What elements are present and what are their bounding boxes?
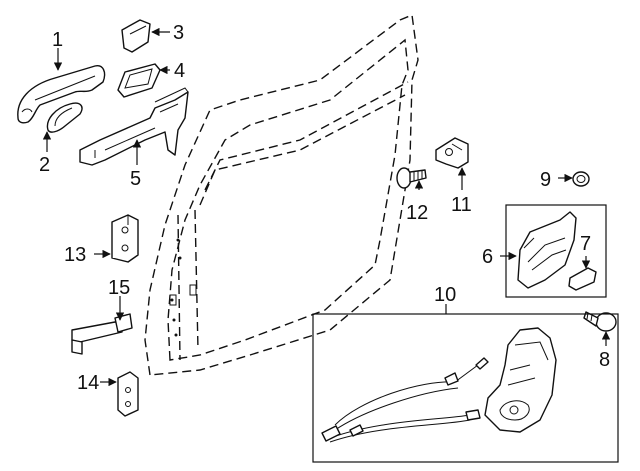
callout-15: 15: [108, 277, 130, 299]
latch-actuator: [484, 327, 557, 433]
callout-2: 2: [39, 154, 50, 176]
striker: [435, 137, 469, 169]
callout-6: 6: [482, 246, 493, 268]
inside-handle: [517, 211, 577, 289]
cap-gasket: [117, 63, 161, 98]
callout-10: 10: [434, 284, 456, 306]
callout-12: 12: [406, 202, 428, 224]
striker-plate: [111, 214, 139, 263]
latch-assembly-box: [312, 313, 619, 463]
handle-bracket: [79, 87, 189, 166]
callout-1: 1: [52, 29, 63, 51]
handle-end-cap: [121, 19, 151, 53]
callout-14: 14: [77, 372, 99, 394]
door-check: [71, 313, 133, 355]
inside-handle-box: [505, 204, 607, 298]
screw-12: [396, 167, 427, 189]
callout-3: 3: [173, 22, 184, 44]
callout-13: 13: [64, 244, 86, 266]
check-bracket: [117, 371, 139, 417]
callout-5: 5: [130, 168, 141, 190]
leader-lines: [42, 27, 611, 387]
plug: [572, 171, 590, 187]
callout-8: 8: [599, 349, 610, 371]
door-frame-outline: [144, 14, 419, 376]
outside-handle: [17, 65, 106, 124]
latch-cables: [321, 357, 489, 443]
handle-cover: [568, 267, 597, 291]
callout-7: 7: [580, 233, 591, 255]
bolt-8: [583, 311, 617, 332]
callout-4: 4: [174, 60, 185, 82]
callout-11: 11: [451, 194, 472, 216]
callout-labels: 1 2 3 4 5 6 7 8 9 10 11 12 13 14 15: [39, 22, 610, 394]
callout-9: 9: [540, 169, 551, 191]
handle-gasket: [46, 102, 83, 133]
